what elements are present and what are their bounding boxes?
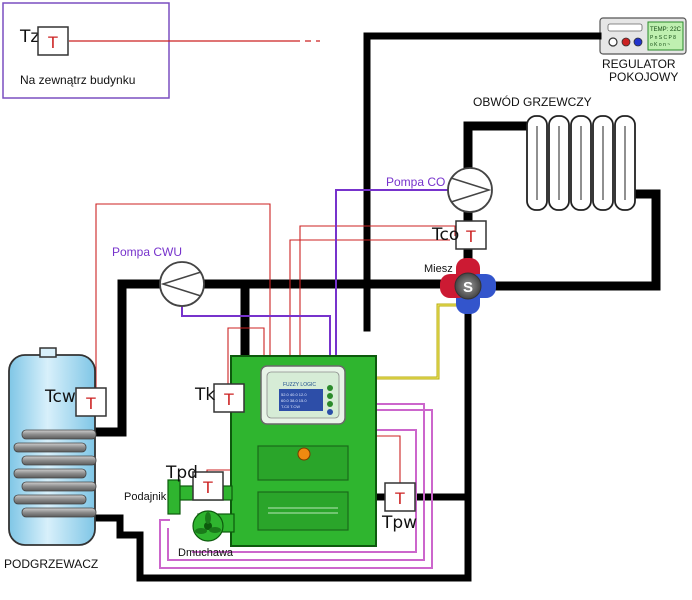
- pump-cwu: [159, 261, 205, 307]
- sensor-tcw-letter: T: [86, 394, 96, 413]
- feeder-label: Podajnik: [124, 491, 167, 503]
- sensor-tk-label: Tk: [194, 385, 215, 405]
- sensor-tco-label: Tco: [431, 225, 459, 245]
- heater-coil: [13, 429, 97, 518]
- sensor-tco: T: [455, 220, 487, 250]
- sensor-tk-letter: T: [224, 390, 234, 409]
- circuit-title: OBWÓD GRZEWCZY: [473, 94, 592, 109]
- heater-label: PODGRZEWACZ: [4, 557, 98, 571]
- pump-cwu-label: Pompa CWU: [112, 245, 182, 259]
- sensor-tpw-label: Tpw: [381, 513, 417, 533]
- outside-building-box: Tz Na zewnątrz budynku: [2, 2, 170, 99]
- mixer-symbol: S: [463, 279, 473, 296]
- controller-screen-line2: 60.0 38.0 15.0: [281, 398, 307, 403]
- controller-screen-line3: T.C0 T.CW: [281, 404, 300, 409]
- pipes: [90, 32, 661, 582]
- blower: [192, 510, 235, 542]
- sensor-tco-letter: T: [466, 227, 476, 246]
- regulator-label-line1: REGULATOR: [602, 57, 676, 71]
- regulator-display-line3: o K o n ~: [650, 42, 670, 48]
- regulator-display-line2: P n S C P 8: [650, 35, 676, 41]
- controller-brand: FUZZY LOGIC: [283, 382, 316, 388]
- boiler-controller: FUZZY LOGIC 52.0 40.0 12.0 60.0 38.0 15.…: [260, 365, 346, 425]
- mixer-valve: S: [440, 258, 496, 314]
- radiator: [526, 115, 636, 211]
- blower-label: Dmuchawa: [178, 547, 234, 559]
- pump-co: [447, 167, 493, 213]
- sensor-tz: T: [37, 26, 69, 56]
- tz-label: Tz: [19, 27, 39, 47]
- regulator-display-line1: TEMP: 22C: [650, 27, 682, 33]
- room-regulator: TEMP: 22C P n S C P 8 o K o n ~: [599, 17, 687, 55]
- sensor-tk: T: [213, 383, 245, 413]
- sensor-tpw-letter: T: [395, 489, 405, 508]
- sensor-tz-letter: T: [48, 33, 58, 52]
- sensor-tcw: T: [75, 387, 107, 417]
- pump-wires: [181, 189, 448, 360]
- sensor-tpd-letter: T: [203, 478, 213, 497]
- sensor-tpd: T: [192, 471, 224, 501]
- mixer-label: Miesz: [424, 263, 453, 275]
- regulator-label-line2: POKOJOWY: [609, 70, 678, 84]
- controller-screen-line1: 52.0 40.0 12.0: [281, 392, 307, 397]
- sensor-tpw: T: [384, 482, 416, 512]
- sensor-tpd-label: Tpd: [165, 463, 198, 483]
- pump-co-label: Pompa CO: [386, 175, 445, 189]
- outside-caption: Na zewnątrz budynku: [20, 73, 135, 87]
- sensor-tcw-label: Tcw: [44, 387, 76, 407]
